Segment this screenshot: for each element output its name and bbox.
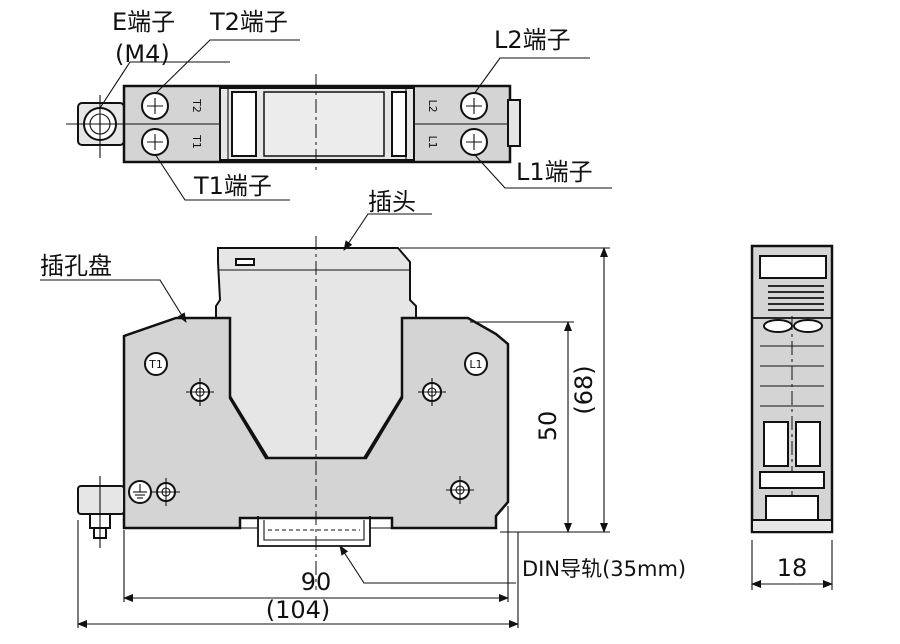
dim-side-width: 18	[777, 554, 808, 582]
top-view: T2 T1 L2 L1	[66, 39, 612, 201]
front-t1-circle	[144, 352, 168, 376]
plug-leader	[343, 213, 432, 251]
front-e-terminal-screw-icon	[77, 485, 125, 539]
l2-screw-icon	[460, 92, 488, 120]
din-rail-label: DIN导轨(35mm)	[522, 557, 686, 581]
screw-hole-icon	[418, 378, 446, 406]
ground-icon	[128, 480, 152, 504]
din-rail-leader	[339, 545, 516, 584]
side-body	[750, 244, 834, 534]
l1-terminal-label: L1端子	[516, 158, 593, 186]
side-view	[750, 244, 834, 534]
dimension-lines	[77, 247, 833, 628]
front-t1-mark: T1	[148, 358, 163, 371]
dim-height-outer: (68)	[570, 365, 598, 414]
socket-leader	[40, 279, 187, 323]
top-right-tab	[507, 99, 521, 147]
l2-mark: L2	[426, 99, 439, 112]
front-l1-mark: L1	[469, 358, 482, 371]
t1-screw-icon	[141, 128, 169, 156]
e-terminal-size-label: (M4)	[115, 40, 170, 68]
plug-label: 插头	[368, 188, 416, 216]
side-vent-slots	[768, 285, 824, 311]
socket-body	[122, 316, 510, 530]
screw-hole-icon	[446, 476, 474, 504]
l1-screw-icon	[460, 128, 488, 156]
e-terminal-label: E端子	[112, 8, 175, 36]
t1-terminal-label: T1端子	[193, 172, 272, 200]
screw-hole-icon	[186, 378, 214, 406]
dim-height-inner: 50	[534, 411, 562, 442]
dim-width-inner: 90	[301, 568, 332, 596]
front-view: T1 L1	[40, 213, 516, 590]
t2-mark: T2	[190, 98, 203, 113]
screw-hole-icon	[152, 478, 180, 506]
dim-width-outer: (104)	[266, 596, 331, 624]
l2-terminal-label: L2端子	[494, 26, 571, 54]
t2-terminal-label: T2端子	[209, 8, 288, 36]
front-l1-circle	[464, 352, 488, 376]
t2-screw-icon	[141, 92, 169, 120]
l1-mark: L1	[426, 135, 439, 148]
socket-label: 插孔盘	[40, 252, 112, 280]
t1-mark: T1	[190, 134, 203, 149]
